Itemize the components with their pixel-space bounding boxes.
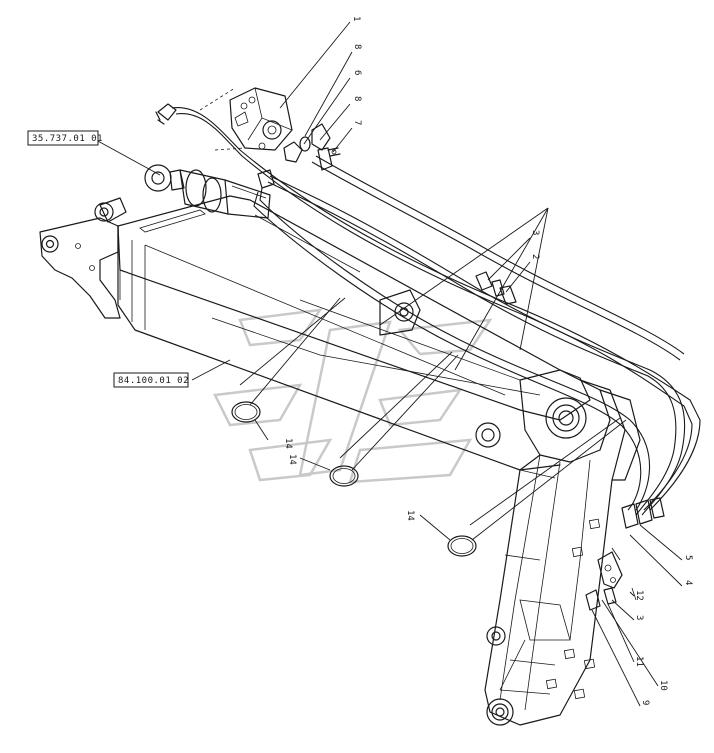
flange-clamps bbox=[283, 123, 341, 171]
callout-8-mid: 8 bbox=[352, 96, 362, 101]
callout-10: 10 bbox=[658, 680, 668, 691]
callout-labels: 1 8 6 8 7 3 2 14 14 14 5 4 12 3 11 10 9 bbox=[283, 16, 693, 705]
hydraulic-hoses bbox=[155, 103, 701, 529]
callout-14-a: 14 bbox=[283, 438, 293, 449]
callout-11: 11 bbox=[634, 656, 644, 667]
arm-assembly bbox=[484, 379, 641, 726]
callout-4: 4 bbox=[683, 580, 693, 585]
callout-8-top: 8 bbox=[352, 44, 362, 49]
callout-3-top: 3 bbox=[530, 230, 540, 235]
callout-7: 7 bbox=[352, 120, 362, 125]
callout-3-low: 3 bbox=[634, 615, 644, 620]
reference-box-top: 35.737.01 01 bbox=[27, 130, 103, 146]
callout-1-top: 1 bbox=[351, 16, 361, 21]
pump-block bbox=[199, 87, 293, 151]
reference-label-mid: 84.100.01 02 bbox=[118, 376, 189, 386]
watermark-logo bbox=[213, 308, 493, 484]
callout-5: 5 bbox=[683, 555, 693, 560]
seal-rings bbox=[231, 401, 477, 557]
reference-box-mid: 84.100.01 02 bbox=[113, 372, 189, 388]
boom-cylinder bbox=[144, 164, 271, 219]
callout-6: 6 bbox=[352, 70, 362, 75]
reference-label-top: 35.737.01 01 bbox=[32, 134, 103, 144]
callout-14-c: 14 bbox=[405, 510, 415, 521]
callout-14-b: 14 bbox=[287, 454, 297, 465]
callout-12: 12 bbox=[634, 590, 644, 601]
callout-9: 9 bbox=[640, 700, 650, 705]
callout-2: 2 bbox=[530, 254, 540, 259]
boom-assembly bbox=[39, 195, 611, 471]
leader-lines bbox=[95, 21, 683, 707]
